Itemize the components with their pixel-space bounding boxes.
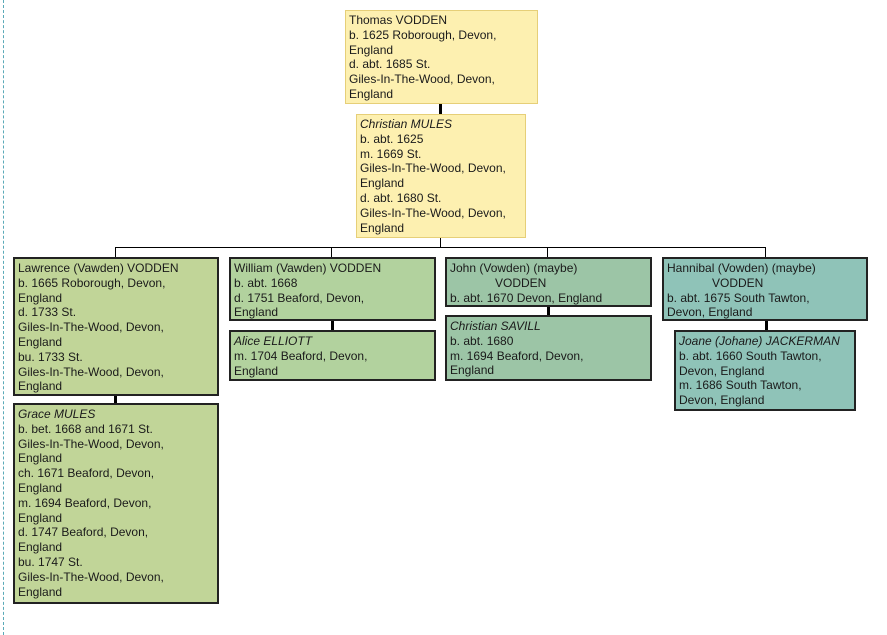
spouse-name: Christian MULES bbox=[360, 117, 453, 131]
person-box-child-3[interactable]: John (Vowden) (maybe) VODDEN b. abt. 167… bbox=[445, 257, 652, 307]
person-detail: England bbox=[349, 86, 394, 101]
person-name-continued: VODDEN bbox=[712, 275, 764, 290]
connector-root-spouse bbox=[439, 103, 442, 114]
spouse-detail: Devon, England bbox=[679, 363, 765, 378]
connector-child-3 bbox=[547, 247, 548, 258]
person-detail: England bbox=[349, 42, 394, 57]
spouse-box-child-1[interactable]: Grace MULES b. bet. 1668 and 1671 St. Gi… bbox=[13, 403, 219, 604]
connector-child-2 bbox=[331, 247, 332, 258]
spouse-detail: Giles-In-The-Wood, Devon, bbox=[18, 436, 164, 451]
spouse-box-root[interactable]: Christian MULES b. abt. 1625 m. 1669 St.… bbox=[356, 114, 526, 238]
spouse-detail: Giles-In-The-Wood, Devon, bbox=[360, 205, 506, 220]
person-name: Hannibal (Vowden) (maybe) bbox=[667, 261, 816, 275]
spouse-box-child-2[interactable]: Alice ELLIOTT m. 1704 Beaford, Devon, En… bbox=[229, 330, 436, 381]
spouse-name: Joane (Johane) JACKERMAN bbox=[679, 334, 840, 348]
connector-children-bar bbox=[115, 247, 766, 248]
person-name: Lawrence (Vawden) VODDEN bbox=[18, 261, 179, 275]
person-detail: b. abt. 1668 bbox=[234, 275, 298, 290]
spouse-detail: bu. 1747 St. bbox=[18, 554, 83, 569]
person-detail: b. abt. 1670 Devon, England bbox=[450, 290, 603, 305]
person-detail: England bbox=[18, 334, 63, 349]
spouse-detail: m. 1694 Beaford, Devon, bbox=[450, 348, 584, 363]
spouse-name: Grace MULES bbox=[18, 407, 96, 421]
person-detail: Giles-In-The-Wood, Devon, bbox=[18, 364, 164, 379]
person-detail: England bbox=[18, 379, 63, 394]
person-detail: b. 1665 Roborough, Devon, bbox=[18, 275, 166, 290]
connector-child-1 bbox=[115, 247, 116, 258]
spouse-name: Christian SAVILL bbox=[450, 319, 541, 333]
person-detail: b. 1625 Roborough, Devon, bbox=[349, 27, 497, 42]
spouse-detail: England bbox=[360, 220, 405, 235]
person-box-child-2[interactable]: William (Vawden) VODDEN b. abt. 1668 d. … bbox=[229, 257, 436, 321]
person-detail: d. 1733 St. bbox=[18, 305, 77, 320]
connector-root-children-stem bbox=[440, 237, 441, 247]
connector-child-4 bbox=[765, 247, 766, 258]
spouse-detail: England bbox=[18, 540, 63, 555]
spouse-detail: d. 1747 Beaford, Devon, bbox=[18, 525, 149, 540]
spouse-detail: England bbox=[360, 176, 405, 191]
person-detail: England bbox=[18, 290, 63, 305]
connector-spouse-4 bbox=[765, 320, 768, 330]
spouse-detail: England bbox=[18, 510, 63, 525]
spouse-detail: Giles-In-The-Wood, Devon, bbox=[360, 161, 506, 176]
person-detail: Giles-In-The-Wood, Devon, bbox=[18, 320, 164, 335]
spouse-detail: b. abt. 1680 bbox=[450, 333, 514, 348]
connector-spouse-1 bbox=[114, 395, 117, 404]
spouse-detail: England bbox=[450, 363, 495, 378]
spouse-detail: Devon, England bbox=[679, 393, 765, 408]
spouse-detail: England bbox=[18, 451, 63, 466]
spouse-detail: m. 1686 South Tawton, bbox=[679, 378, 802, 393]
person-box-root[interactable]: Thomas VODDEN b. 1625 Roborough, Devon, … bbox=[345, 10, 538, 104]
spouse-detail: m. 1704 Beaford, Devon, bbox=[234, 348, 368, 363]
person-box-child-1[interactable]: Lawrence (Vawden) VODDEN b. 1665 Roborou… bbox=[13, 257, 219, 396]
spouse-detail: b. bet. 1668 and 1671 St. bbox=[18, 421, 153, 436]
person-name-continued: VODDEN bbox=[495, 275, 547, 290]
spouse-detail: d. abt. 1680 St. bbox=[360, 190, 442, 205]
spouse-detail: England bbox=[18, 584, 63, 599]
person-detail: England bbox=[234, 305, 279, 320]
person-detail: Devon, England bbox=[667, 305, 753, 320]
spouse-detail: ch. 1671 Beaford, Devon, bbox=[18, 466, 155, 481]
person-detail: bu. 1733 St. bbox=[18, 349, 83, 364]
spouse-box-child-3[interactable]: Christian SAVILL b. abt. 1680 m. 1694 Be… bbox=[445, 315, 652, 381]
person-box-child-4[interactable]: Hannibal (Vowden) (maybe) VODDEN b. abt.… bbox=[662, 257, 868, 321]
spouse-detail: England bbox=[234, 363, 279, 378]
spouse-name: Alice ELLIOTT bbox=[234, 334, 313, 348]
person-detail: b. abt. 1675 South Tawton, bbox=[667, 290, 810, 305]
spouse-detail: Giles-In-The-Wood, Devon, bbox=[18, 569, 164, 584]
spouse-detail: b. abt. 1660 South Tawton, bbox=[679, 348, 822, 363]
person-name: William (Vawden) VODDEN bbox=[234, 261, 382, 275]
person-detail: d. abt. 1685 St. bbox=[349, 57, 431, 72]
spouse-detail: m. 1669 St. bbox=[360, 146, 422, 161]
person-detail: d. 1751 Beaford, Devon, bbox=[234, 290, 365, 305]
connector-spouse-2 bbox=[331, 320, 334, 330]
spouse-detail: b. abt. 1625 bbox=[360, 131, 424, 146]
spouse-box-child-4[interactable]: Joane (Johane) JACKERMAN b. abt. 1660 So… bbox=[674, 330, 856, 411]
person-detail: Giles-In-The-Wood, Devon, bbox=[349, 72, 495, 87]
person-name: John (Vowden) (maybe) bbox=[450, 261, 578, 275]
person-name: Thomas VODDEN bbox=[349, 13, 448, 27]
spouse-detail: England bbox=[18, 480, 63, 495]
connector-spouse-3 bbox=[547, 305, 550, 316]
margin-guide-line bbox=[3, 0, 4, 635]
spouse-detail: m. 1694 Beaford, Devon, bbox=[18, 495, 152, 510]
